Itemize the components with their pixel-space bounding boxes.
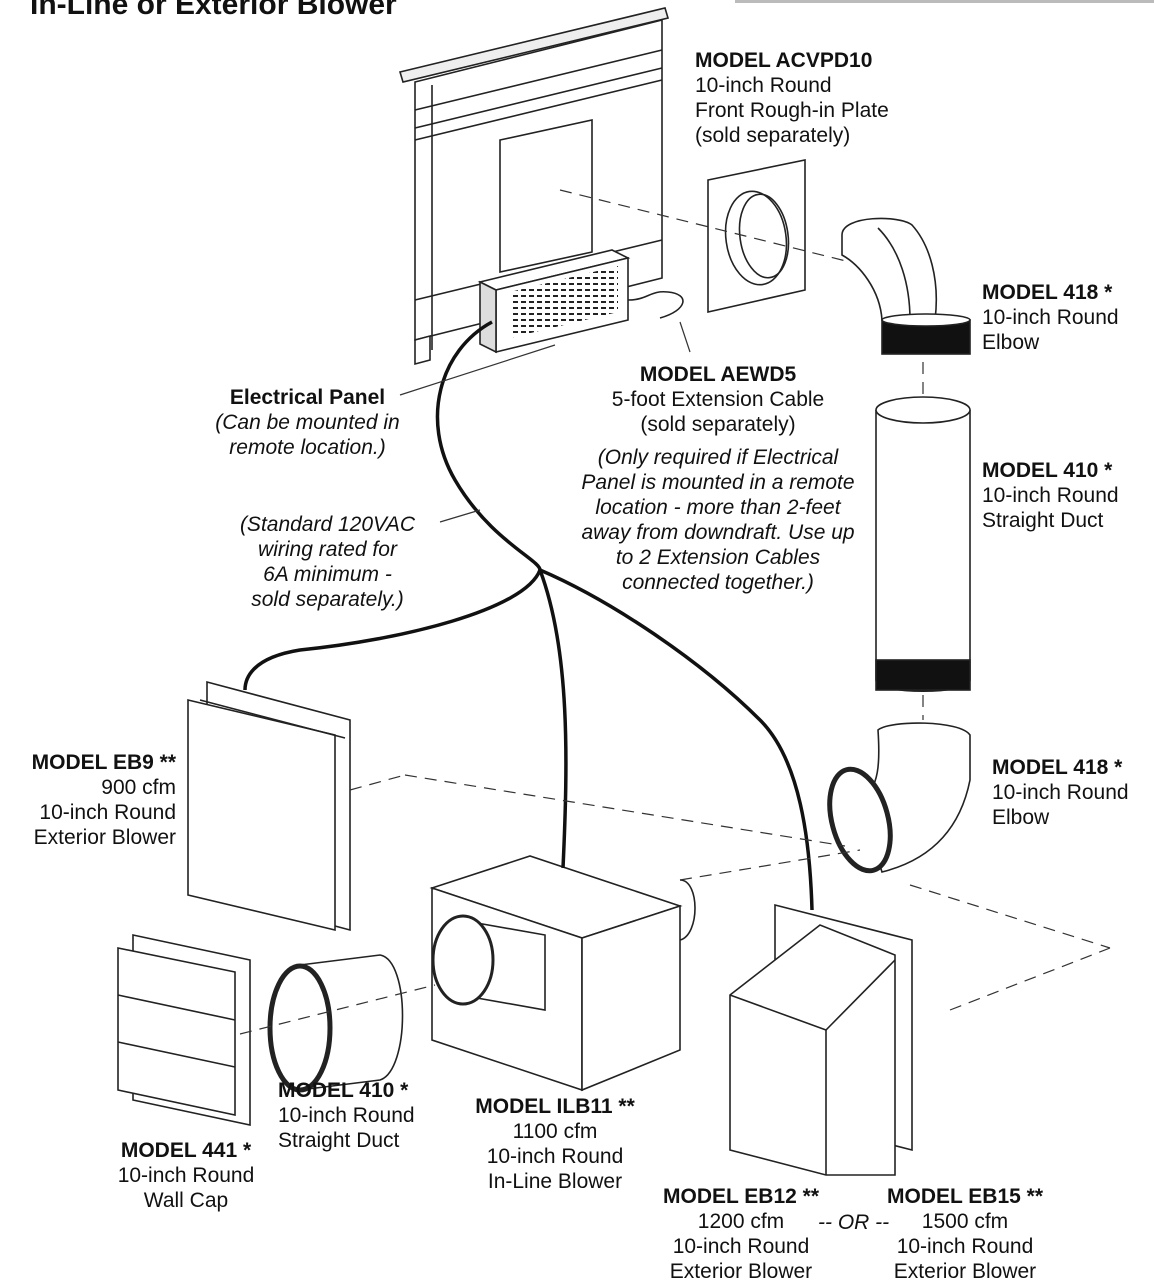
label-eb15: MODEL EB15 ** 1500 cfm 10-inch Round Ext…	[887, 1185, 1043, 1283]
label-wiring: (Standard 120VAC wiring rated for 6A min…	[239, 513, 416, 611]
label-elbow-top: MODEL 418 * 10-inch Round Elbow	[982, 281, 1119, 354]
duct-horizontal	[267, 954, 404, 1093]
label-eb12: MODEL EB12 ** 1200 cfm 10-inch Round Ext…	[663, 1185, 819, 1283]
elbow-top	[841, 217, 971, 355]
label-acvpd10: MODEL ACVPD10 10-inch Round Front Rough-…	[695, 49, 889, 147]
label-elbow-bottom: MODEL 418 * 10-inch Round Elbow	[992, 756, 1129, 829]
rough-in-plate	[707, 159, 806, 314]
label-eb9: MODEL EB9 ** 900 cfm 10-inch Round Exter…	[31, 751, 176, 849]
label-duct-vertical: MODEL 410 * 10-inch Round Straight Duct	[982, 459, 1119, 532]
label-electrical-panel: Electrical Panel (Can be mounted in remo…	[215, 386, 400, 459]
ilb11-blower	[429, 855, 696, 1092]
alignment-lines	[239, 189, 1111, 1035]
diagram-heading: In-Line or Exterior Blower	[30, 0, 397, 21]
label-duct-horizontal: MODEL 410 * 10-inch Round Straight Duct	[278, 1079, 415, 1152]
wall-cap	[117, 934, 251, 1126]
or-separator: -- OR --	[818, 1211, 890, 1234]
label-aewd5: MODEL AEWD5 5-foot Extension Cable (sold…	[581, 363, 855, 594]
eb9-blower	[187, 680, 351, 932]
label-wall-cap: MODEL 441 * 10-inch Round Wall Cap	[117, 1139, 255, 1212]
elbow-bottom	[827, 722, 971, 874]
duct-vertical	[875, 396, 971, 693]
eb12-eb15-blower	[729, 903, 913, 1176]
top-rule	[735, 0, 1154, 3]
electrical-panel-box	[477, 249, 684, 354]
leader-lines	[399, 321, 691, 523]
cables	[243, 320, 814, 911]
label-ilb11: MODEL ILB11 ** 1100 cfm 10-inch Round In…	[475, 1095, 635, 1193]
